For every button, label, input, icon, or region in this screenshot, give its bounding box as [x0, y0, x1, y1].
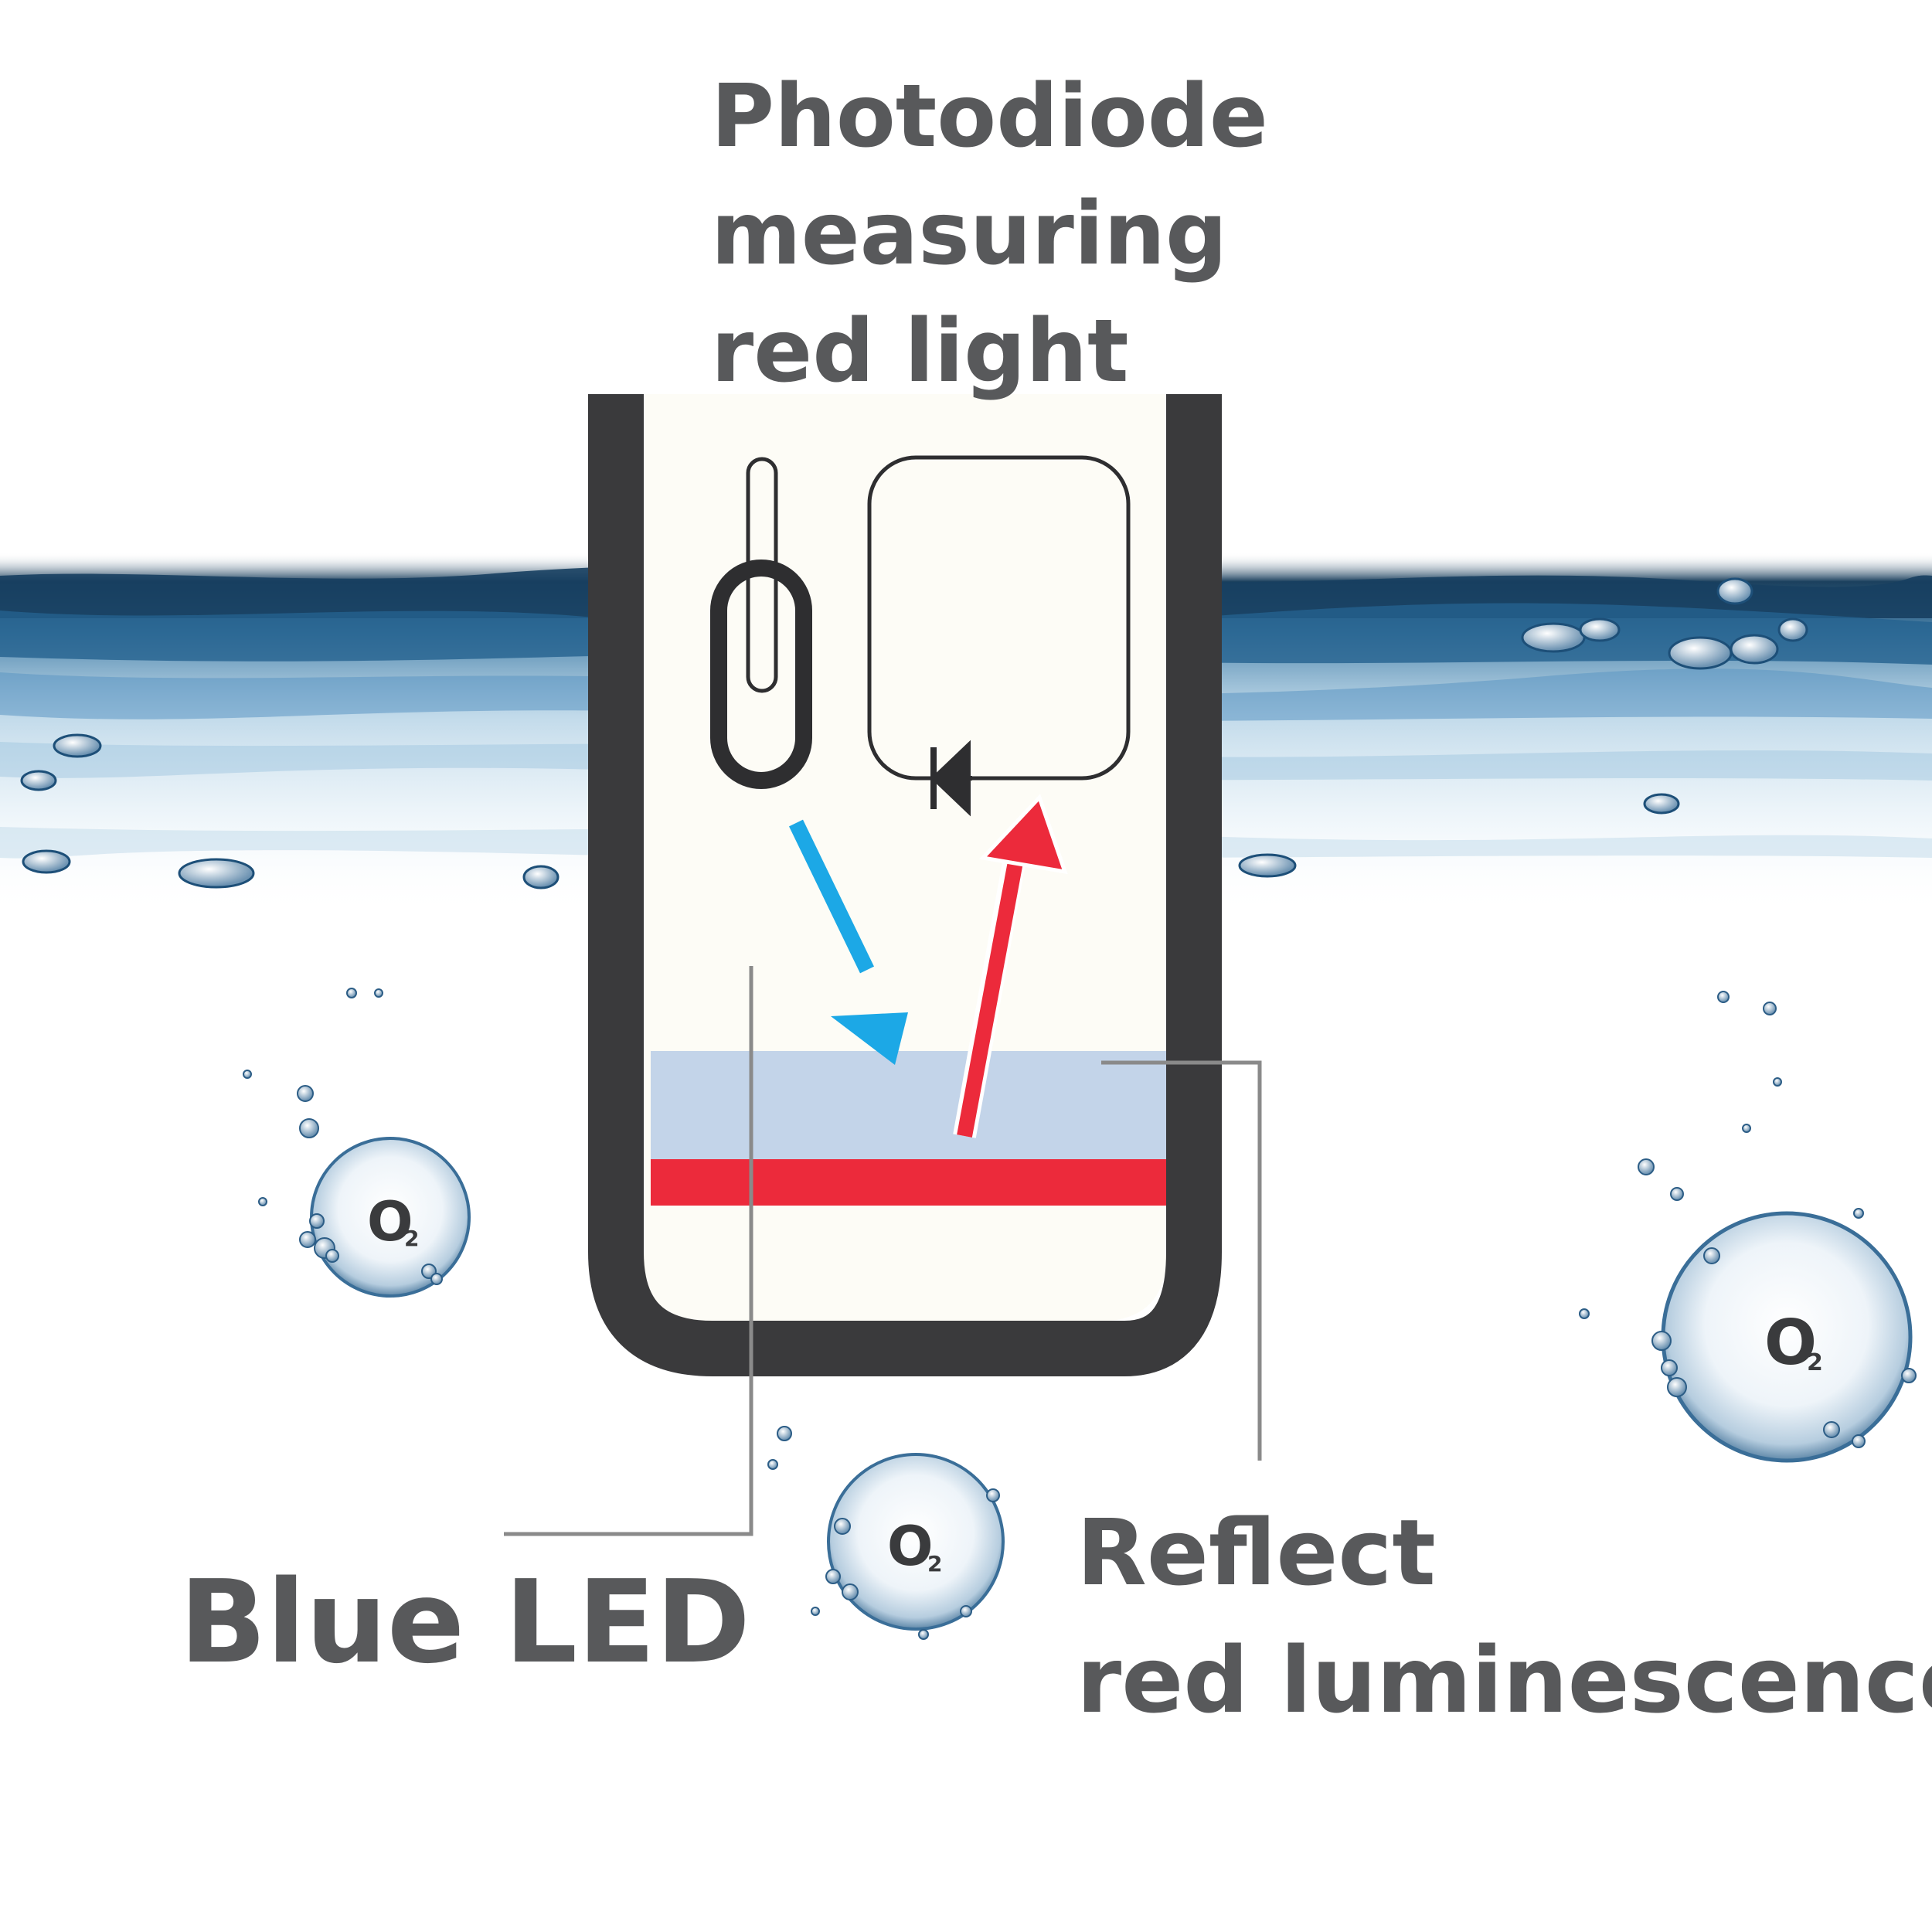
svg-text:O: O [887, 1515, 934, 1578]
oxygen-bubbles: O 2 O 2 O 2 [310, 1137, 1913, 1631]
blue-led-leader-line [504, 966, 753, 1536]
svg-text:O: O [367, 1190, 413, 1253]
photodiode-label-line-3: red light [711, 301, 1129, 402]
o2-bubble-right: O 2 [1661, 1211, 1913, 1463]
svg-text:2: 2 [404, 1226, 419, 1251]
leader-lines [504, 966, 1262, 1536]
sensor-membrane-layer [651, 1051, 1167, 1159]
reflect-label: Reflect red luminescence [1077, 1507, 1932, 1762]
photodiode-label: Photodiode measuring red light [711, 73, 1268, 426]
photodiode-label-line-1: Photodiode [711, 66, 1268, 167]
reflect-leader-line [1101, 1060, 1262, 1461]
excitation-arrow [788, 819, 908, 1065]
diode-symbol-icon [930, 740, 971, 817]
blue-led-component [710, 457, 812, 789]
o2-bubble-middle: O 2 [827, 1453, 1005, 1631]
svg-text:2: 2 [927, 1551, 942, 1577]
surface-droplets [20, 577, 1808, 889]
o2-bubble-left: O 2 [310, 1137, 471, 1298]
reflect-label-line-2: red luminescence [1077, 1627, 1932, 1733]
probe-wall [588, 394, 1222, 1376]
reflect-label-line-1: Reflect [1077, 1499, 1436, 1606]
photodiode-label-line-2: measuring [711, 184, 1228, 284]
photodiode-component [867, 455, 1131, 817]
sensor-probe [588, 394, 1222, 1376]
emission-arrow [953, 794, 1068, 1138]
luminescent-layer [651, 1159, 1167, 1206]
blue-led-label: Blue LED [179, 1556, 751, 1689]
svg-text:2: 2 [1807, 1349, 1823, 1376]
svg-text:O: O [1764, 1307, 1817, 1379]
micro-bubbles [243, 988, 1917, 1640]
